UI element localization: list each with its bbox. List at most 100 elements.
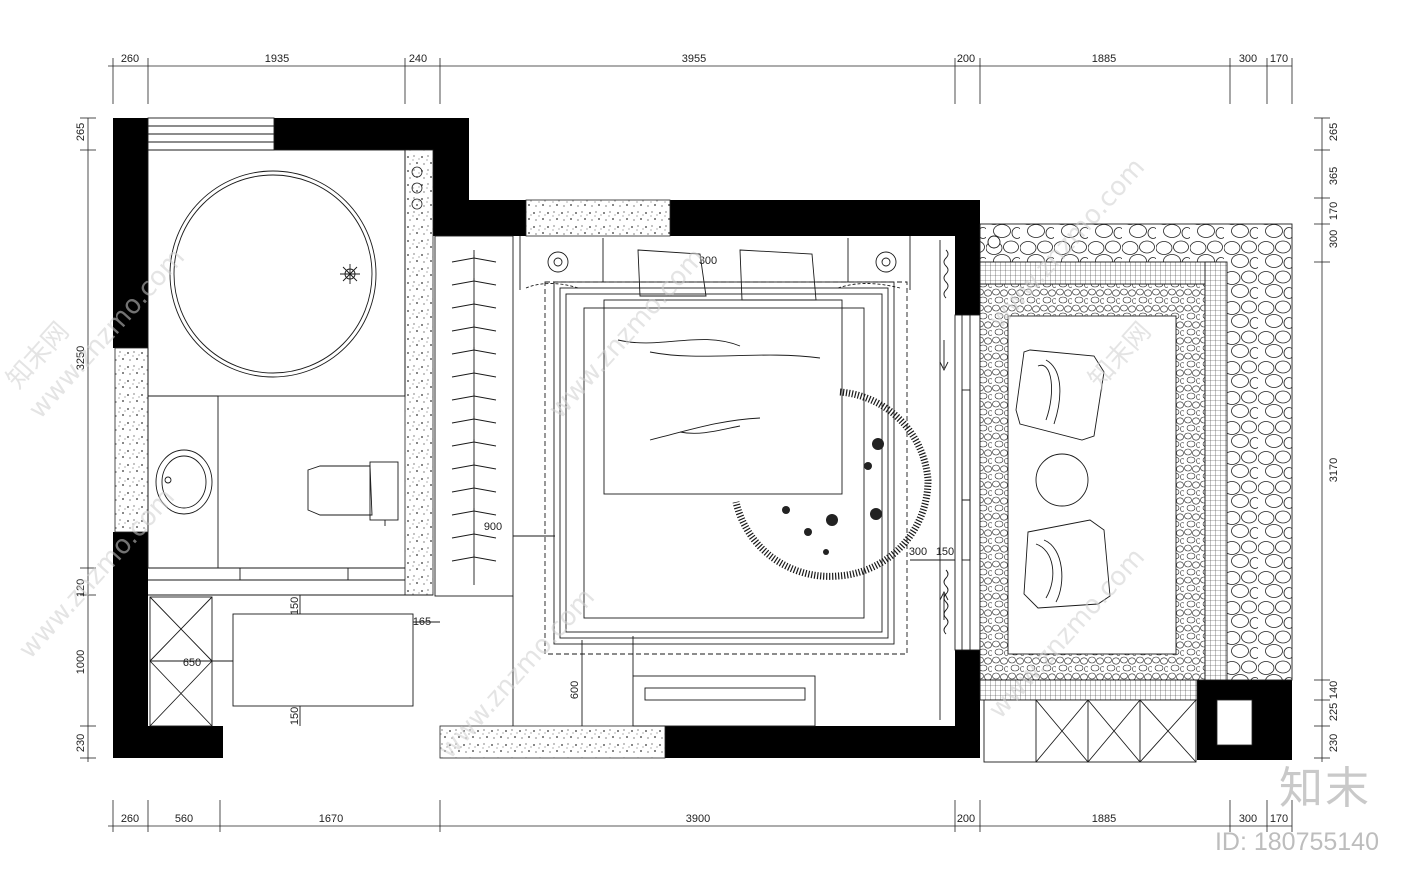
- dim-bedside-a: 300: [909, 546, 927, 558]
- dim-top-5: 1885: [1092, 53, 1116, 65]
- hanger-icon: [451, 347, 497, 355]
- dim-right-2: 170: [1328, 202, 1340, 220]
- shower-head-icon: [340, 264, 360, 284]
- bedside-lamp-right: [875, 251, 897, 273]
- hanger-icon: [451, 462, 497, 470]
- wall-bed-top-right: [670, 200, 980, 236]
- dim-bottom-3: 3900: [686, 813, 710, 825]
- dim-bottom-5: 1885: [1092, 813, 1116, 825]
- wardrobe: 900: [434, 235, 555, 726]
- watermark-text: www.znzmo.com: [543, 243, 711, 425]
- dim-bottom-0: 260: [121, 813, 139, 825]
- dim-headboard: 300: [699, 255, 717, 267]
- dim-stool-top: 150: [289, 597, 301, 615]
- sill-door-bottom: [439, 725, 666, 759]
- dimension-lines: [87, 65, 1323, 827]
- dim-bottom-6: 300: [1239, 813, 1257, 825]
- dim-top-6: 300: [1239, 53, 1257, 65]
- dim-left-1: 3250: [75, 346, 87, 370]
- dim-wardrobe: 900: [484, 521, 502, 533]
- mattress: [603, 299, 843, 495]
- arrow-up-icon: [939, 590, 949, 620]
- sill-window-top: [525, 199, 671, 237]
- hanger-icon: [451, 485, 497, 493]
- hanger-icon: [451, 324, 497, 332]
- walls: [113, 118, 1292, 760]
- dimension-chain-top: 260 1935 240 3955 200 1885 300 170: [121, 53, 1288, 65]
- wall-bed-bottom: [665, 726, 955, 758]
- bed-frame-outer: [553, 281, 895, 645]
- hanger-icon: [451, 416, 497, 424]
- wall-notch: [433, 118, 469, 200]
- arrow-down-icon: [939, 340, 949, 372]
- wall-bed-right-top: [955, 200, 980, 315]
- dim-bedside-b: 150: [936, 546, 954, 558]
- wall-bath-left-lower: [113, 532, 148, 758]
- wall-bottom-left: [113, 726, 223, 758]
- dim-top-4: 200: [957, 53, 975, 65]
- dim-right-3: 300: [1328, 230, 1340, 248]
- round-fur-rug: [732, 388, 932, 580]
- sill-bath-left: [114, 347, 149, 533]
- bathroom: [147, 117, 433, 596]
- dim-bottom-2: 1670: [319, 813, 343, 825]
- lounge-chair-bottom: [1023, 519, 1111, 609]
- clothes-hangers: [451, 255, 497, 562]
- shower-area: [147, 149, 406, 397]
- bed-platform: [583, 307, 865, 619]
- dim-bottom-7: 170: [1270, 813, 1288, 825]
- dim-right-6: 225: [1328, 703, 1340, 721]
- dim-top-3: 3955: [682, 53, 706, 65]
- door-threshold: [239, 567, 349, 581]
- sill-bath-right: [404, 149, 434, 596]
- dim-top-7: 170: [1270, 53, 1288, 65]
- hanger-icon: [451, 508, 497, 516]
- dimension-chain-left: 265 3250 120 1000 230: [75, 123, 87, 752]
- dim-right-1: 365: [1328, 167, 1340, 185]
- dim-bottom-1: 560: [175, 813, 193, 825]
- sill-holes: [411, 166, 423, 210]
- hanger-icon: [451, 393, 497, 401]
- dim-left-2: 120: [75, 579, 87, 597]
- column-inner: [1216, 699, 1253, 746]
- hanger-icon: [451, 301, 497, 309]
- hanger-icon: [451, 255, 497, 263]
- dressing-stool: [232, 613, 414, 707]
- dimension-chain-bottom: 260 560 1670 3900 200 1885 300 170: [121, 813, 1288, 825]
- wall-bed-top-left: [433, 200, 526, 236]
- tv-cabinet: [632, 675, 816, 727]
- decor-plants: [782, 438, 884, 555]
- watermark-text: www.znzmo.com: [13, 483, 181, 665]
- dim-stool-len: 650: [183, 657, 201, 669]
- dim-right-5: 140: [1328, 681, 1340, 699]
- hanger-icon: [451, 278, 497, 286]
- lounge-chair-top: [1015, 349, 1105, 441]
- window-frame: [954, 314, 981, 651]
- hanger-icon: [451, 439, 497, 447]
- drain-icon: [987, 235, 1001, 249]
- wall-bed-right-bottom: [955, 650, 980, 758]
- balcony-grid-border-right: [1204, 261, 1228, 681]
- side-table: [1035, 453, 1089, 507]
- dim-stool-bottom: 150: [289, 707, 301, 725]
- hanger-icon: [451, 370, 497, 378]
- dimension-chain-right: 265 365 170 300 3170 140 225 230: [1328, 123, 1340, 752]
- stone-sills: [114, 149, 671, 759]
- brand-logo: 知末: [1279, 763, 1371, 814]
- rug-outline: [544, 281, 908, 655]
- dim-tv-offset: 600: [569, 681, 581, 699]
- curtain-track: [939, 240, 981, 720]
- dim-left-0: 265: [75, 123, 87, 141]
- wash-basin: [155, 449, 213, 515]
- balcony-cabinet: [983, 699, 1197, 763]
- dim-top-2: 240: [409, 53, 427, 65]
- dim-right-7: 230: [1328, 734, 1340, 752]
- vanity-counter: [147, 395, 219, 569]
- dim-bottom-4: 200: [957, 813, 975, 825]
- dim-right-0: 265: [1328, 123, 1340, 141]
- wall-bath-left-upper: [113, 118, 148, 348]
- tap-icon: [164, 476, 172, 484]
- dressing-area: 150 150 165 650: [149, 595, 440, 727]
- toilet: [307, 461, 399, 526]
